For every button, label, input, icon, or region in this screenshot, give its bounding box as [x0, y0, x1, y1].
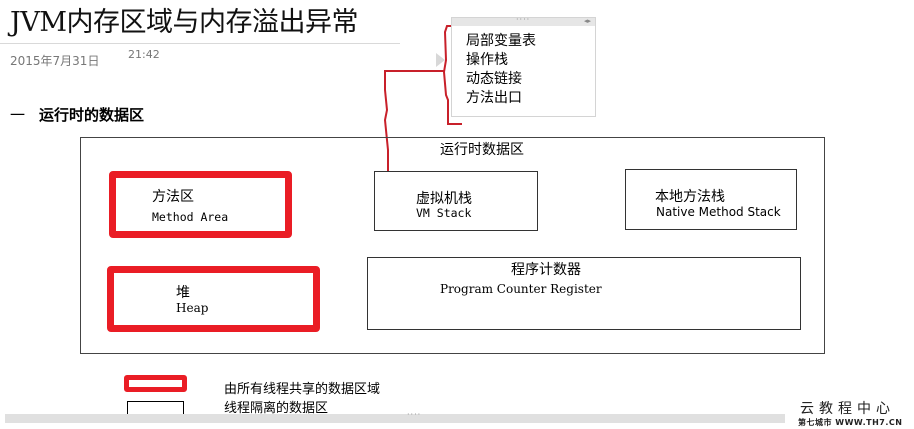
popup-pointer — [436, 53, 445, 67]
region-cn-label: 堆 — [176, 285, 190, 301]
legend-label-isolated: 线程隔离的数据区 — [224, 401, 329, 416]
region-cn-label: 虚拟机栈 — [416, 191, 472, 207]
region-cn-label: 方法区 — [152, 189, 194, 205]
region-vm-stack: 虚拟机栈 VM Stack — [374, 171, 538, 231]
region-en-label: Heap — [176, 301, 209, 315]
region-heap: 堆 Heap — [107, 266, 320, 332]
runtime-data-area — [80, 137, 825, 354]
popup-note[interactable]: ···· ◂▸ 局部变量表 操作栈 动态链接 方法出口 — [451, 15, 596, 117]
popup-item: 方法出口 — [466, 90, 522, 106]
region-cn-label: 程序计数器 — [511, 262, 581, 278]
region-en-label: Method Area — [152, 210, 229, 224]
section-heading: 一运行时的数据区 — [10, 104, 144, 125]
region-cn-label: 本地方法栈 — [655, 189, 725, 205]
resize-arrows-icon[interactable]: ◂▸ — [583, 17, 591, 25]
region-native-method-stack: 本地方法栈 Native Method Stack — [625, 169, 797, 230]
legend-swatch-shared — [124, 375, 187, 392]
runtime-data-area-label: 运行时数据区 — [440, 142, 524, 158]
scroll-handle-icon[interactable]: ···· — [407, 410, 422, 419]
watermark-title: 云教程中心 — [800, 401, 895, 417]
region-program-counter: 程序计数器 Program Counter Register — [367, 257, 801, 330]
horizontal-scrollbar[interactable]: ···· — [5, 410, 785, 423]
popup-item: 局部变量表 — [466, 33, 536, 49]
legend-label-shared: 由所有线程共享的数据区域 — [224, 382, 381, 397]
page-time: 21:42 — [128, 48, 160, 61]
drag-handle-icon[interactable]: ···· — [516, 15, 531, 24]
popup-item: 动态链接 — [466, 71, 522, 87]
region-en-label: Program Counter Register — [440, 282, 602, 296]
page-title: JVM内存区域与内存溢出异常 — [10, 7, 358, 38]
popup-item: 操作栈 — [466, 52, 508, 68]
watermark-subtitle: 第七城市 WWW.TH7.CN — [798, 418, 903, 427]
region-en-label: VM Stack — [416, 206, 472, 220]
region-method-area: 方法区 Method Area — [109, 171, 292, 238]
region-en-label: Native Method Stack — [656, 205, 781, 219]
popup-title-bar[interactable]: ···· ◂▸ — [452, 15, 595, 26]
title-divider — [0, 43, 400, 44]
section-number: 一 — [10, 106, 26, 124]
section-title: 运行时的数据区 — [39, 106, 145, 124]
popup-item-list: 局部变量表 操作栈 动态链接 方法出口 — [466, 32, 536, 108]
page-date: 2015年7月31日 — [10, 54, 100, 68]
